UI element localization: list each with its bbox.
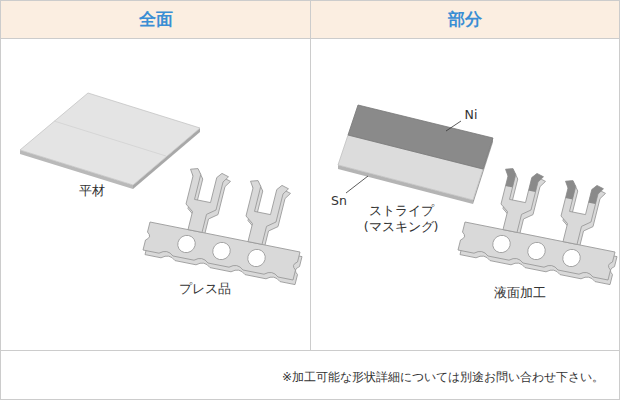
part-label: 液面加工 bbox=[494, 285, 546, 301]
pressed-part-dipped bbox=[457, 158, 620, 285]
part-label: 平材 bbox=[79, 183, 105, 199]
table-rule bbox=[310, 0, 311, 350]
table-rule bbox=[0, 350, 620, 351]
stripe-plate bbox=[338, 105, 493, 204]
flat-plate bbox=[20, 93, 200, 189]
plating-label: Ni bbox=[465, 107, 478, 123]
part-label: ストライプ (マスキング) bbox=[364, 203, 439, 234]
plating-label: Sn bbox=[331, 193, 347, 209]
leader-line bbox=[346, 176, 368, 193]
leader-line bbox=[446, 121, 461, 131]
header-cell: 部分 bbox=[311, 1, 619, 38]
header-text: 部分 bbox=[448, 8, 482, 31]
note: ※加工可能な形状詳細については別途お問い合わせ下さい。 bbox=[282, 370, 604, 385]
pressed-part bbox=[142, 162, 318, 285]
header-cell: 全面 bbox=[1, 1, 310, 38]
header-text: 全面 bbox=[139, 8, 173, 31]
part-label: プレス品 bbox=[179, 281, 231, 297]
